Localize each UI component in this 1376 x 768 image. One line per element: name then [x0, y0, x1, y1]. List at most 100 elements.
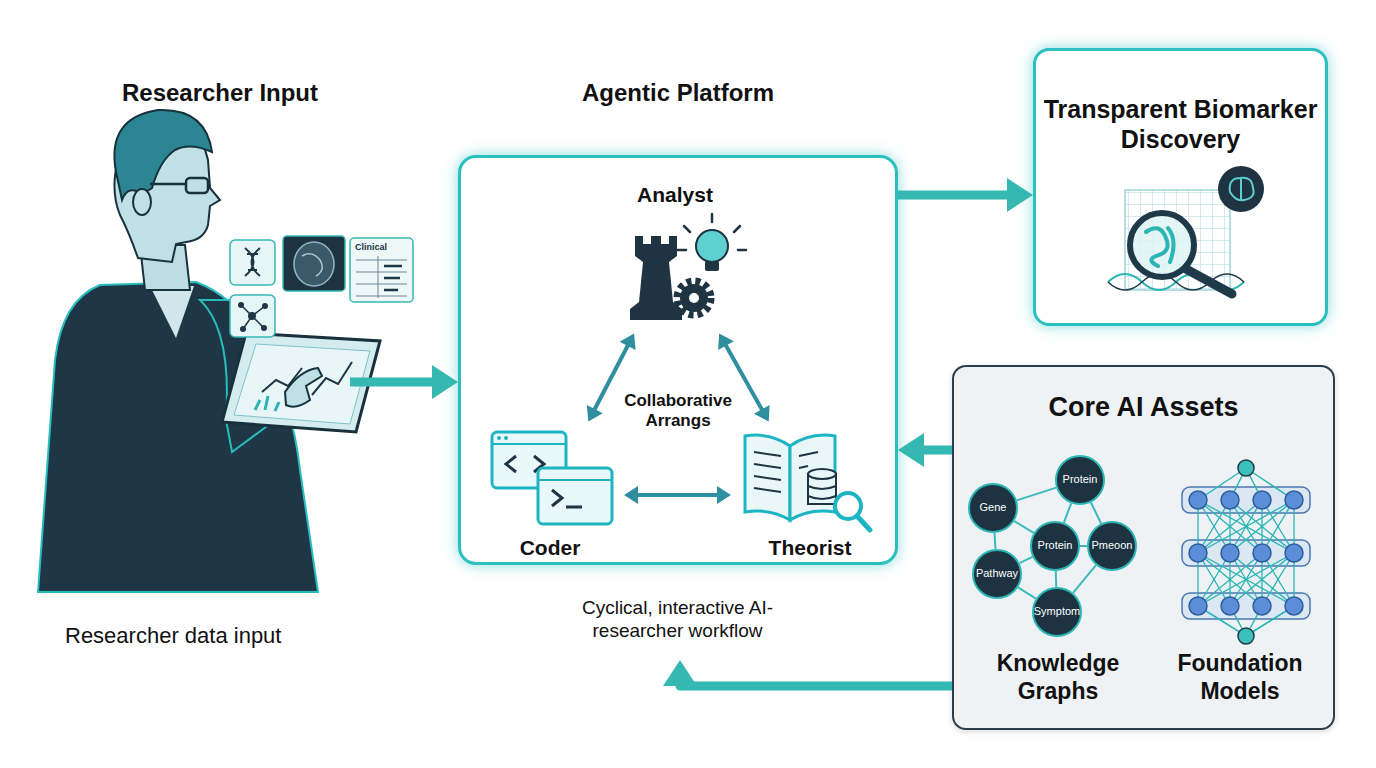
node-text: Cyclical, interactive AI-researcher work… [570, 597, 785, 643]
theorist-icon [745, 435, 870, 530]
dna-strand [1108, 274, 1244, 290]
agent-node: Theorist [735, 425, 885, 565]
book-page [790, 435, 835, 520]
database [808, 474, 836, 504]
connector-line [1017, 488, 1056, 501]
terminal-window [538, 468, 612, 524]
connector-line [1080, 545, 1087, 547]
node-title: Agentic Platform [528, 79, 828, 108]
network-node [1189, 491, 1207, 509]
connector-line [916, 446, 952, 455]
node-title: Theorist [735, 535, 885, 560]
head [114, 122, 220, 262]
magnifier [835, 493, 861, 519]
tablet-chart [312, 362, 352, 395]
network-dot [262, 303, 268, 309]
node-text: Collaborative Arrangs [608, 391, 748, 432]
window-bar [492, 443, 566, 445]
glasses [186, 178, 208, 193]
assets-box: Core AI AssetsGeneProteinProteinPmeoonPa… [952, 365, 1335, 730]
connector-line [1018, 587, 1036, 598]
arrow-head [624, 486, 638, 504]
brain-badge [1218, 166, 1264, 212]
brain-fold [302, 254, 322, 276]
network-links [1198, 553, 1294, 606]
network-dot [261, 325, 267, 331]
node-title: Coder [480, 535, 620, 560]
data-grid [1125, 190, 1230, 290]
agent-node: Coder [480, 425, 620, 565]
node-label: Gene [964, 485, 1022, 531]
graph-link [1018, 587, 1036, 598]
connector-line [1091, 502, 1101, 523]
brain-symbol [1230, 178, 1254, 201]
magnifier-handle [857, 516, 870, 530]
box-frame [458, 155, 898, 565]
tablet-bars [255, 396, 279, 411]
arrow-head [587, 405, 603, 422]
graph-link [1055, 571, 1056, 587]
node-title: Analyst [605, 182, 745, 207]
output-box: Transparent Biomarker Discovery [1033, 48, 1328, 326]
network-node [1285, 597, 1303, 615]
collab-arrow [624, 486, 731, 504]
gear [680, 284, 708, 312]
connector-line [1055, 571, 1057, 587]
database-top [808, 469, 836, 479]
node-label: Pmeoon [1083, 523, 1141, 569]
network-node [1221, 544, 1239, 562]
hand [285, 368, 322, 407]
connector-line [1073, 565, 1096, 593]
graph-node: Pmeoon [1087, 521, 1137, 571]
clinical-icon [350, 238, 413, 302]
box-frame [1033, 48, 1328, 326]
connector-line [1020, 557, 1033, 563]
node-label: Protein [1026, 523, 1084, 569]
network-layer [1182, 593, 1310, 619]
neural-network [1182, 460, 1310, 644]
gear-hole [689, 293, 699, 303]
graph-node: Protein [1030, 521, 1080, 571]
magnifier [1130, 213, 1194, 277]
network-icon [230, 295, 275, 337]
network-layer [1182, 487, 1310, 513]
arrow-head [620, 334, 636, 351]
network-node [1285, 544, 1303, 562]
network-node [1253, 597, 1271, 615]
connector-line [680, 678, 952, 686]
network-node [1238, 628, 1254, 644]
network-node [1189, 544, 1207, 562]
neck [140, 245, 190, 290]
connector-line [593, 342, 630, 413]
network-dot [238, 302, 244, 308]
terminal-prompt [552, 490, 562, 506]
clinical-table [356, 256, 407, 298]
bulb-base [705, 261, 719, 271]
window-bar [538, 479, 612, 481]
node-title: Core AI Assets [952, 391, 1335, 423]
flow-arrow [350, 365, 458, 399]
chess-rook [630, 236, 682, 320]
node-text: Researcher data input [65, 623, 350, 649]
analyst-icon [630, 214, 746, 320]
node-title: Researcher Input [90, 79, 350, 108]
collab-arrow [718, 333, 769, 421]
asset-label: Knowledge Graphs [983, 650, 1133, 705]
network-node [1189, 597, 1207, 615]
graph-node: Gene [968, 483, 1018, 533]
brain-scan-icon [283, 236, 345, 291]
bulb-rays [678, 214, 746, 250]
graph-link [1091, 502, 1101, 523]
connector-line [724, 342, 764, 413]
network-node [1221, 491, 1239, 509]
flow-arrow [898, 433, 952, 467]
arm [200, 300, 300, 452]
window-dot [504, 436, 508, 440]
tablet-screen [234, 344, 370, 424]
network-dot [248, 312, 256, 320]
arrow-head [1007, 178, 1033, 212]
light-bulb [696, 230, 728, 262]
